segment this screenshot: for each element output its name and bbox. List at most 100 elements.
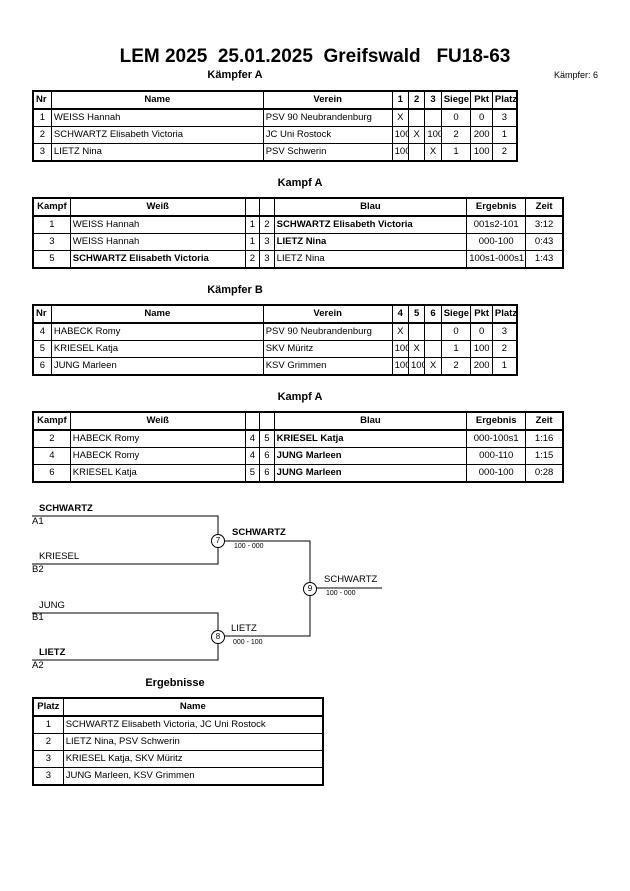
bracket-final-winner: SCHWARTZ — [324, 574, 378, 585]
col-f6: 6 — [424, 304, 442, 324]
bracket-semi1-top: SCHWARTZ — [39, 503, 93, 514]
table-row: 3 LIETZ Nina PSV Schwerin 100 X 1 100 2 — [32, 143, 518, 162]
col-platz: Platz — [491, 90, 518, 110]
cell-f1: 100 — [391, 126, 410, 144]
bracket-semi2-bottom-seed: A2 — [32, 660, 44, 671]
fights-b-title: Kampf A — [277, 391, 323, 403]
table-row: 2 HABECK Romy 4 5 KRIESEL Katja 000-100s… — [32, 429, 564, 448]
fights-a-table: Kampf Weiß Blau Ergebnis Zeit 1 WEISS Ha… — [32, 197, 564, 269]
bracket-fight8-marker: 8 — [211, 630, 225, 644]
cell-platz: 1 — [491, 126, 518, 144]
bracket-fight9-marker: 9 — [303, 582, 317, 596]
cell-siege: 2 — [440, 126, 472, 144]
cell-kampf: 3 — [32, 233, 71, 251]
table-row: 5 SCHWARTZ Elisabeth Victoria 2 3 LIETZ … — [32, 250, 564, 269]
table-row: 6 JUNG Marleen KSV Grimmen 100 100 X 2 2… — [32, 357, 518, 376]
cell-kampf: 4 — [32, 447, 71, 465]
cell-nr: 6 — [32, 357, 52, 376]
cell-f6 — [424, 340, 442, 358]
bracket-semi2-top-seed: B1 — [32, 612, 44, 623]
cell-platz: 3 — [32, 750, 64, 768]
cell-platz: 3 — [32, 767, 64, 786]
cell-wnr: 4 — [244, 429, 261, 448]
bracket-semi1-bottom-seed: B2 — [32, 564, 44, 575]
group-b-title: Kämpfer B — [207, 284, 263, 296]
cell-name: KRIESEL Katja, SKV Müritz — [62, 750, 324, 768]
cell-zeit: 1:43 — [525, 250, 564, 269]
cell-ergebnis: 100s1-000s1 — [466, 250, 527, 269]
table-row: 3 WEISS Hannah 1 3 LIETZ Nina 000-100 0:… — [32, 233, 564, 251]
cell-pkt: 200 — [470, 126, 493, 144]
table-row: 5 KRIESEL Katja SKV Müritz 100 X 1 100 2 — [32, 340, 518, 358]
cell-wnr: 4 — [244, 447, 261, 465]
bracket-semi1-winner: SCHWARTZ — [232, 527, 286, 538]
results-table: Platz Name 1 SCHWARTZ Elisabeth Victoria… — [32, 697, 324, 786]
col-ergebnis: Ergebnis — [466, 197, 527, 217]
col-blau: Blau — [273, 411, 468, 431]
col-weiss: Weiß — [69, 411, 246, 431]
cell-nr: 5 — [32, 340, 52, 358]
table-row: 4 HABECK Romy PSV 90 Neubrandenburg X 0 … — [32, 322, 518, 341]
cell-name: LIETZ Nina, PSV Schwerin — [62, 733, 324, 751]
table-row: 3 JUNG Marleen, KSV Grimmen — [32, 767, 324, 786]
cell-kampf: 1 — [32, 215, 71, 234]
col-bnr — [259, 197, 275, 217]
col-name: Name — [62, 697, 324, 717]
cell-zeit: 0:43 — [525, 233, 564, 251]
col-kampf: Kampf — [32, 197, 71, 217]
cell-f4: 100 — [391, 340, 410, 358]
fights-b-table: Kampf Weiß Blau Ergebnis Zeit 2 HABECK R… — [32, 411, 564, 483]
cell-platz: 1 — [32, 715, 64, 734]
cell-siege: 1 — [440, 340, 472, 358]
cell-wnr: 5 — [244, 464, 261, 483]
cell-ergebnis: 000-100 — [466, 464, 527, 483]
table-row: 1 SCHWARTZ Elisabeth Victoria, JC Uni Ro… — [32, 715, 324, 734]
bracket-semi2-top: JUNG — [39, 600, 65, 611]
bracket-semi1-score: 100 - 000 — [234, 543, 264, 550]
cell-pkt: 100 — [470, 143, 493, 162]
bracket-semi2-bottom: LIETZ — [39, 647, 66, 658]
col-wnr — [244, 411, 261, 431]
col-nr: Nr — [32, 90, 52, 110]
bracket-fight7-marker: 7 — [211, 534, 225, 548]
cell-bnr: 3 — [259, 250, 275, 269]
cell-name: JUNG Marleen, KSV Grimmen — [62, 767, 324, 786]
cell-platz: 2 — [491, 340, 518, 358]
col-platz: Platz — [32, 697, 64, 717]
cell-nr: 2 — [32, 126, 52, 144]
cell-bnr: 6 — [259, 464, 275, 483]
cell-wnr: 1 — [244, 233, 261, 251]
table-row: 1 WEISS Hannah PSV 90 Neubrandenburg X 0… — [32, 108, 518, 127]
cell-bnr: 3 — [259, 233, 275, 251]
cell-nr: 1 — [32, 108, 52, 127]
col-platz: Platz — [491, 304, 518, 324]
table-row: 4 HABECK Romy 4 6 JUNG Marleen 000-110 1… — [32, 447, 564, 465]
col-wnr — [244, 197, 261, 217]
cell-weiss: KRIESEL Katja — [69, 464, 246, 483]
cell-name: KRIESEL Katja — [50, 340, 264, 358]
col-name: Name — [50, 90, 264, 110]
table-row: 6 KRIESEL Katja 5 6 JUNG Marleen 000-100… — [32, 464, 564, 483]
col-ergebnis: Ergebnis — [466, 411, 527, 431]
col-f3: 3 — [424, 90, 442, 110]
bracket-semi2-winner: LIETZ — [231, 623, 257, 634]
cell-blau: JUNG Marleen — [273, 447, 468, 465]
bracket-semi2-score: 000 - 100 — [233, 639, 263, 646]
cell-f3: 100 — [424, 126, 442, 144]
col-zeit: Zeit — [525, 197, 564, 217]
col-nr: Nr — [32, 304, 52, 324]
col-f4: 4 — [391, 304, 410, 324]
cell-wnr: 2 — [244, 250, 261, 269]
group-b-table: Nr Name Verein 4 5 6 Siege Pkt Platz 4 H… — [32, 304, 518, 376]
group-a-table: Nr Name Verein 1 2 3 Siege Pkt Platz 1 W… — [32, 90, 518, 162]
cell-zeit: 0:28 — [525, 464, 564, 483]
col-pkt: Pkt — [470, 90, 493, 110]
cell-platz: 2 — [491, 143, 518, 162]
cell-platz: 2 — [32, 733, 64, 751]
results-title: Ergebnisse — [145, 677, 205, 689]
col-pkt: Pkt — [470, 304, 493, 324]
cell-zeit: 1:16 — [525, 429, 564, 448]
cell-zeit: 1:15 — [525, 447, 564, 465]
cell-bnr: 6 — [259, 447, 275, 465]
cell-f3: X — [424, 143, 442, 162]
